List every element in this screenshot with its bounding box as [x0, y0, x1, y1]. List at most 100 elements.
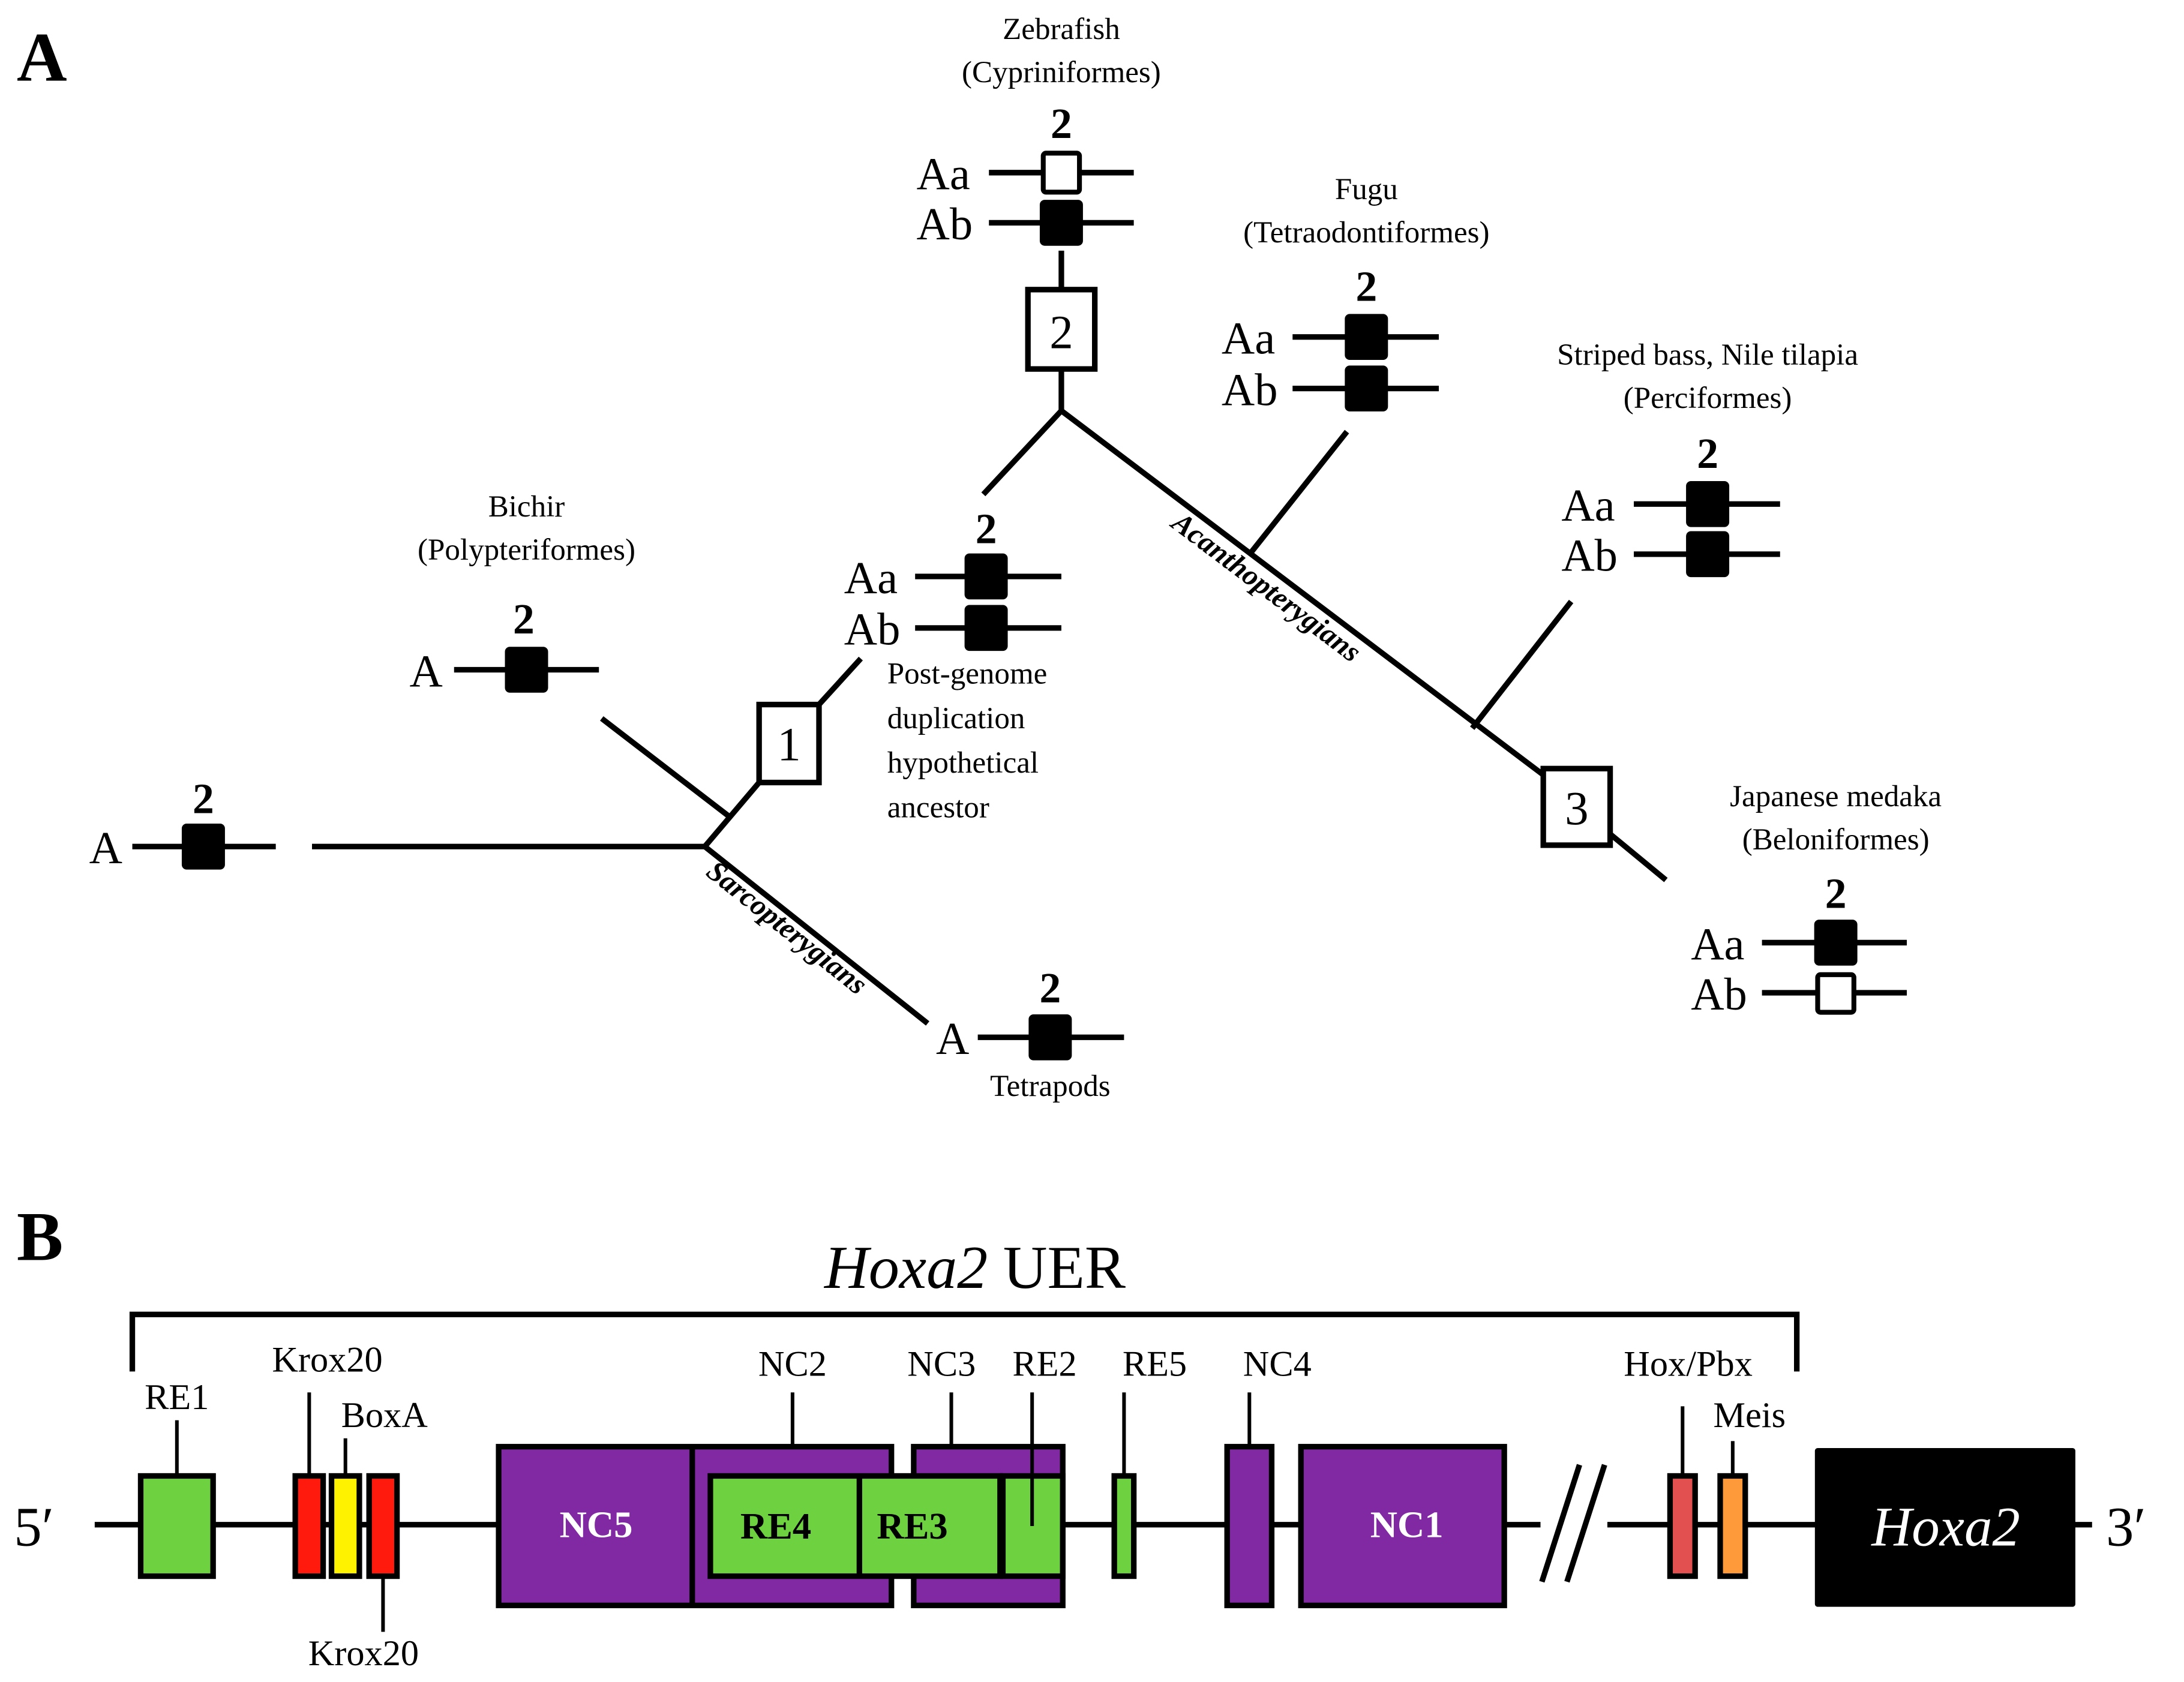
- gene-label: A: [89, 822, 122, 873]
- gene-label: Aa: [1561, 480, 1615, 531]
- medaka-cluster: Japanese medaka (Beloniformes) 2 Aa Ab: [1691, 779, 1942, 1020]
- gene-label: Aa: [916, 149, 970, 200]
- hoxa2-gene-box: [1815, 972, 1856, 1015]
- species-order: (Beloniformes): [1742, 822, 1930, 857]
- nc3-label: NC3: [907, 1344, 976, 1384]
- nc4-element: [1224, 1444, 1275, 1608]
- gene-label: A: [936, 1013, 969, 1064]
- root-cluster: 2 A: [89, 775, 276, 873]
- hoxa2-gene: [1814, 1448, 2075, 1607]
- gene-label: Ab: [1222, 364, 1278, 415]
- hox-cluster-number: 2: [976, 504, 997, 552]
- ancestor-label-line: duplication: [887, 701, 1025, 735]
- tetrapods-cluster: 2 A Tetrapods: [936, 964, 1124, 1103]
- gene-label: Ab: [1561, 530, 1618, 581]
- event-number: 2: [1049, 307, 1073, 359]
- event-3: 3: [1540, 765, 1613, 848]
- hoxa2-gene-box: [1040, 151, 1082, 195]
- re5-element: [1111, 1473, 1137, 1579]
- break-mark-1: [1539, 1464, 1582, 1583]
- clade-label-acanthopterygians: Acanthopterygians: [1165, 504, 1367, 668]
- branch-sarcopterygians: [703, 844, 929, 1026]
- ancestor-label-line: hypothetical: [887, 746, 1039, 780]
- hox-cluster-number: 2: [1697, 429, 1718, 477]
- nc5-label: NC5: [560, 1504, 633, 1546]
- krox20-element-2: [366, 1473, 400, 1579]
- hoxa2-gene-box: [1028, 1014, 1072, 1061]
- event-box: [756, 701, 822, 786]
- ancestor-label-line: Post-genome: [887, 657, 1048, 691]
- hox-cluster-number: 2: [1825, 869, 1847, 917]
- event-box: [1540, 765, 1613, 848]
- ancestor-label-line: ancestor: [887, 791, 989, 825]
- meis-label: Meis: [1713, 1395, 1786, 1435]
- ancestor-cluster: 2 Aa Ab Post-genome duplication hypothet…: [844, 504, 1061, 825]
- hoxpbx-label: Hox/Pbx: [1624, 1344, 1753, 1384]
- panel-b-letter: B: [17, 1199, 63, 1276]
- re3-label: RE3: [877, 1505, 947, 1547]
- species-order: (Tetraodontiformes): [1243, 215, 1489, 250]
- species-order: (Polypteriformes): [418, 533, 635, 567]
- perciformes-cluster: Striped bass, Nile tilapia (Perciformes)…: [1557, 338, 1858, 581]
- hoxa2-gene-box: [1814, 920, 1858, 966]
- branch-to-ancestor: [817, 656, 863, 707]
- species-name: Striped bass, Nile tilapia: [1557, 338, 1858, 372]
- fugu-cluster: Fugu (Tetraodontiformes) 2 Aa Ab: [1222, 172, 1490, 416]
- event-number: 3: [1565, 783, 1588, 835]
- species-order: (Perciformes): [1624, 381, 1792, 415]
- hoxa2-gene-box: [1039, 200, 1083, 246]
- branch-actinopterygians: [703, 780, 761, 849]
- hox-cluster-number: 2: [1355, 262, 1377, 310]
- hoxa2-gene-box: [1686, 531, 1730, 578]
- branch-bichir: [600, 716, 730, 818]
- krox20-top-label: Krox20: [272, 1339, 382, 1380]
- re1-element: [137, 1473, 216, 1579]
- zebrafish-cluster: Zebrafish (Cypriniformes) 2 Aa Ab: [916, 12, 1160, 250]
- species-name: Japanese medaka: [1730, 779, 1942, 813]
- panel-a-letter: A: [17, 20, 67, 97]
- event-2: 2: [1025, 287, 1098, 372]
- nc2-label: NC2: [758, 1344, 827, 1384]
- gene-label: Aa: [1222, 313, 1275, 364]
- species-name: Zebrafish: [1003, 12, 1120, 46]
- bichir-cluster: Bichir (Polypteriformes) 2 A: [410, 489, 635, 696]
- uer-bracket: [129, 1311, 1800, 1372]
- krox20-element-1: [292, 1473, 326, 1579]
- event-box: [1025, 287, 1098, 372]
- species-name: Fugu: [1335, 172, 1398, 206]
- krox20-bottom-label: Krox20: [308, 1633, 419, 1674]
- clade-label-sarcopterygians: Sarcopterygians: [701, 854, 874, 1001]
- three-prime-label: 3′: [2106, 1497, 2146, 1558]
- gene-label: Ab: [844, 604, 901, 655]
- hoxa2-gene-label: Hoxa2: [1871, 1497, 2020, 1558]
- five-prime-label: 5′: [14, 1497, 54, 1558]
- boxa-element: [328, 1473, 362, 1579]
- re4-label: RE4: [740, 1505, 811, 1547]
- hoxa2-gene-box: [964, 553, 1008, 600]
- hox-cluster-number: 2: [513, 595, 535, 643]
- hoxa2-gene-box: [1686, 480, 1730, 527]
- hoxa2-gene-box: [505, 647, 548, 693]
- branch-fugu: [1249, 429, 1349, 555]
- uer-title: Hoxa2 UER: [823, 1234, 1126, 1302]
- boxa-label: BoxA: [341, 1395, 428, 1435]
- gene-label: A: [410, 645, 443, 696]
- branch-medaka: [1608, 831, 1668, 882]
- uer-title-gene: Hoxa2: [823, 1234, 988, 1302]
- hox-cluster-number: 2: [1039, 964, 1061, 1012]
- meis-element: [1717, 1473, 1748, 1579]
- hox-cluster-number: 2: [1051, 100, 1072, 148]
- species-order: (Cypriniformes): [962, 55, 1161, 89]
- branch-perciformes: [1470, 599, 1574, 730]
- panel-a: A 1 2 3 Sarcopt: [17, 12, 1942, 1103]
- nc1-label: NC1: [1370, 1504, 1444, 1546]
- nc4-label: NC4: [1243, 1344, 1312, 1384]
- break-mark-2: [1564, 1464, 1607, 1583]
- gene-label: Aa: [844, 552, 898, 603]
- hoxa2-gene-box: [1345, 314, 1388, 361]
- hox-cluster-number: 2: [193, 775, 214, 823]
- species-name: Bichir: [488, 489, 565, 524]
- hoxa2-gene-box: [964, 605, 1008, 651]
- hoxa2-gene-box: [181, 823, 225, 870]
- species-name: Tetrapods: [990, 1069, 1111, 1103]
